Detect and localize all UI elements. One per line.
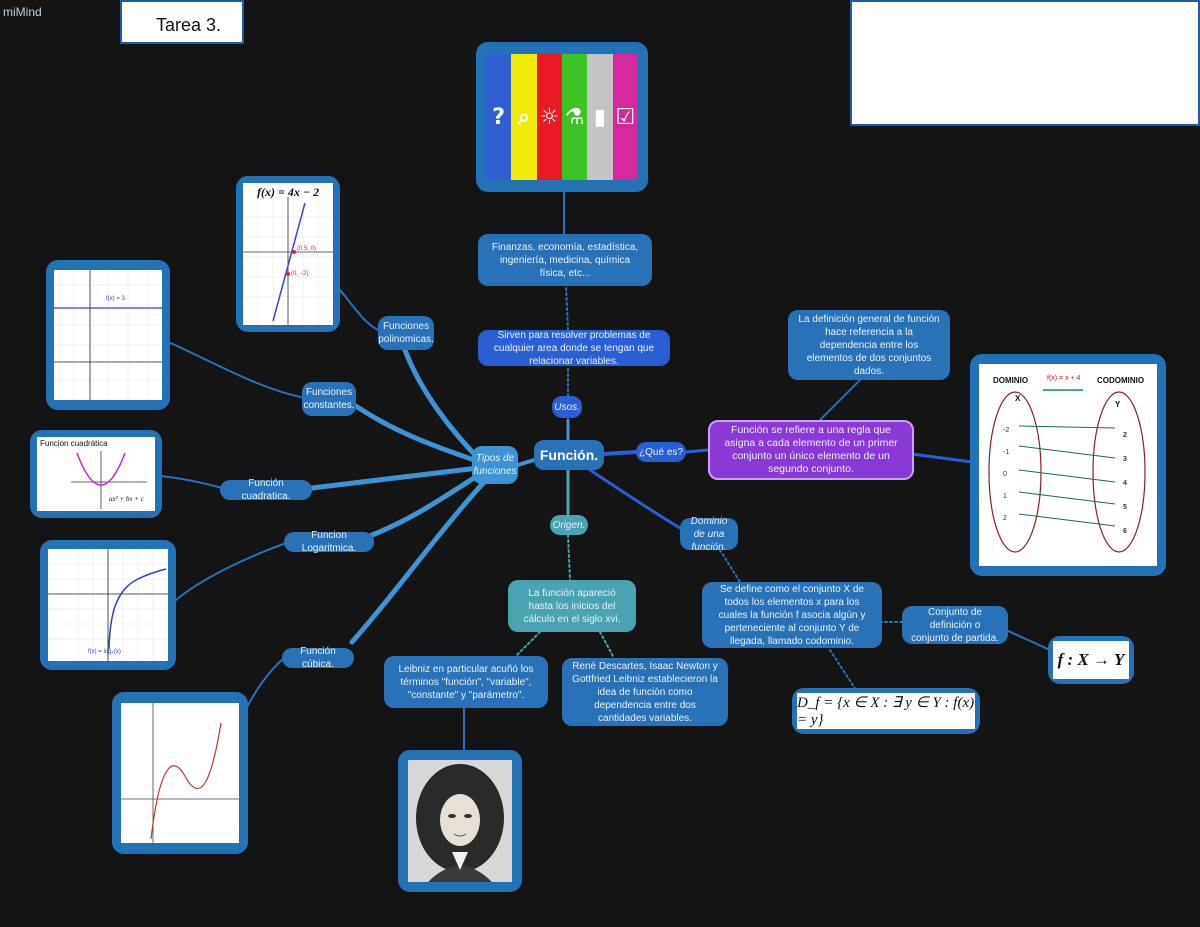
leibniz-portrait: [408, 760, 512, 882]
domain-formula-box: D_f = {x ∈ X : ∃ y ∈ Y : f(x) = y}: [797, 693, 975, 729]
logaritmica-graph-frame[interactable]: f(x) = log₂(x): [40, 540, 176, 670]
cubica-graph: [121, 703, 239, 843]
function-definition[interactable]: Función se refiere a una regla que asign…: [708, 420, 914, 480]
logaritmica-graph: f(x) = log₂(x): [48, 549, 168, 661]
title-box[interactable]: Tarea 3.: [120, 0, 244, 44]
lightbulb-icon: ☼: [536, 54, 562, 180]
domain-text[interactable]: Se define como el conjunto X de todos lo…: [702, 582, 882, 648]
banner-image-frame[interactable]: ?⌕☼⚗▮☑: [476, 42, 648, 192]
uses-description[interactable]: Sirven para resolver problemas de cualqu…: [478, 330, 670, 367]
constante-graph: f(x) = 3: [54, 270, 162, 400]
domain-hub[interactable]: Dominio de una función.: [680, 516, 738, 553]
cuadratica-graph: Funcion cuadrática ax² + bx + c: [37, 437, 155, 511]
type-cubica[interactable]: Función cúbica.: [282, 646, 354, 670]
cuadratica-graph-frame[interactable]: Funcion cuadrática ax² + bx + c: [30, 430, 162, 518]
page-title: Tarea 3.: [156, 15, 222, 35]
uses-fields[interactable]: Finanzas, economía, estadística, ingenie…: [478, 234, 652, 286]
dom-x-label: X: [1015, 394, 1021, 403]
cuadratica-equation: ax² + bx + c: [109, 495, 144, 503]
dom-codomain-label: CODOMINIO: [1097, 376, 1145, 385]
polinomica-point-1: (0.5, 0): [297, 246, 317, 252]
type-cuadratica[interactable]: Función cuadratica.: [220, 478, 312, 502]
mapping-formula: f : X → Y: [1057, 650, 1125, 669]
polinomica-point-2: (0, −2): [291, 271, 309, 277]
polinomica-graph: f(x) = 4x − 2 (0.5, 0) (0, −2): [243, 183, 333, 325]
cuadratica-title: Funcion cuadrática: [40, 439, 108, 448]
general-definition[interactable]: La definición general de función hace re…: [788, 310, 950, 380]
question-icon: ?: [486, 54, 512, 180]
polinomica-title: f(x) = 4x − 2: [257, 185, 320, 199]
leibniz-portrait-frame[interactable]: [398, 750, 522, 892]
dom-domain-label: DOMINIO: [993, 376, 1029, 385]
app-logo: miMind: [3, 5, 42, 19]
type-constantes[interactable]: Funciones constantes.: [302, 382, 356, 416]
origin-text[interactable]: La función apareció hasta los inicios de…: [508, 580, 636, 632]
descartes-note[interactable]: René Descartes, Isaac Newton y Gottfried…: [562, 658, 728, 726]
mapping-formula-frame[interactable]: f : X → Y: [1048, 636, 1134, 684]
constante-label: f(x) = 3: [106, 296, 125, 302]
domain-formula-frame[interactable]: D_f = {x ∈ X : ∃ y ∈ Y : f(x) = y}: [792, 688, 980, 734]
log-label: f(x) = log₂(x): [88, 649, 121, 655]
cubica-graph-frame[interactable]: [112, 692, 248, 854]
magnifier-icon: ⌕: [511, 54, 537, 180]
origin-hub[interactable]: Origen.: [550, 515, 588, 535]
leibniz-note[interactable]: Leibniz en particular acuñó los términos…: [384, 656, 548, 708]
what-hub[interactable]: ¿Qué es?: [636, 442, 686, 462]
checklist-icon: ☑: [612, 54, 638, 180]
dom-fx-label: f(x) = x + 4: [1047, 375, 1081, 382]
types-hub[interactable]: Tipos de funciones: [472, 446, 518, 484]
central-topic[interactable]: Función.: [534, 440, 604, 470]
dom-y-label: Y: [1115, 400, 1121, 409]
type-logaritmica[interactable]: Funcion Logaritmica.: [284, 530, 374, 554]
bar-chart-icon: ▮: [587, 54, 613, 180]
mapping-formula-box: f : X → Y: [1053, 641, 1129, 679]
blank-box: [850, 0, 1200, 126]
uses-hub[interactable]: Usos.: [552, 396, 582, 418]
polinomica-graph-frame[interactable]: f(x) = 4x − 2 (0.5, 0) (0, −2): [236, 176, 340, 332]
flask-icon: ⚗: [561, 54, 588, 180]
type-polinomicas[interactable]: Funciones polinomicas.: [378, 316, 434, 350]
domain-side-note[interactable]: Conjunto de definición o conjunto de par…: [902, 606, 1008, 644]
domain-formula: D_f = {x ∈ X : ∃ y ∈ Y : f(x) = y}: [797, 695, 975, 728]
science-banner: ?⌕☼⚗▮☑: [486, 54, 638, 180]
constante-graph-frame[interactable]: f(x) = 3: [46, 260, 170, 410]
